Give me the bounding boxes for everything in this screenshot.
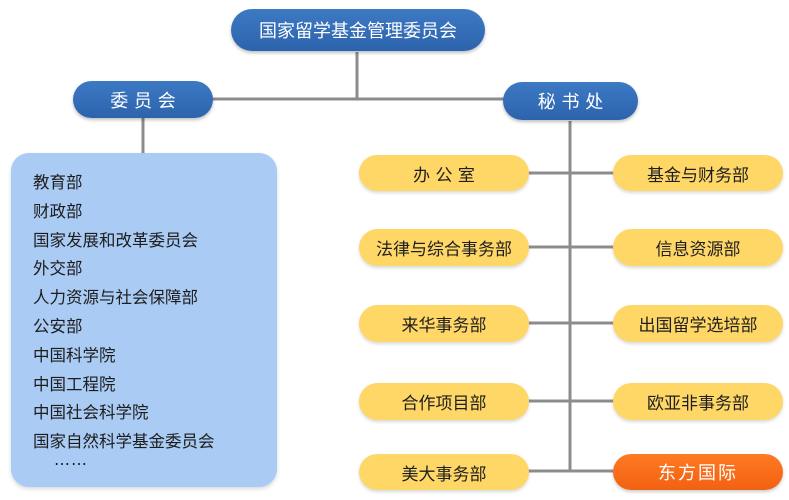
more-members-ellipsis: ……	[54, 450, 88, 469]
department-label: 信息资源部	[655, 240, 741, 260]
member-item: 教育部	[33, 173, 83, 192]
department-dongfang-international: 东方国际	[613, 454, 783, 490]
department-eurasia-africa: 欧亚非事务部	[613, 383, 783, 420]
committee-members-list: 教育部 财政部 国家发展和改革委员会 外交部 人力资源与社会保障部 公安部 中国…	[33, 169, 215, 457]
department-label: 东方国际	[658, 463, 738, 484]
top-organization-label: 国家留学基金管理委员会	[259, 21, 457, 42]
secretariat-node: 秘 书 处	[503, 82, 638, 120]
department-label: 来华事务部	[401, 316, 487, 336]
department-label: 美大事务部	[401, 464, 487, 485]
department-label: 合作项目部	[401, 394, 487, 414]
member-item: 中国工程院	[33, 374, 116, 394]
department-label: 办 公 室	[413, 165, 475, 186]
department-china-affairs: 来华事务部	[359, 305, 529, 342]
department-office: 办 公 室	[359, 155, 529, 191]
department-information-resources: 信息资源部	[613, 229, 783, 266]
top-organization-node: 国家留学基金管理委员会	[231, 9, 485, 51]
department-label: 基金与财务部	[647, 165, 749, 186]
committee-members-panel: 教育部 财政部 国家发展和改革委员会 外交部 人力资源与社会保障部 公安部 中国…	[11, 153, 277, 487]
member-item: 外交部	[33, 259, 83, 279]
committee-label: 委 员 会	[110, 90, 176, 112]
member-item: 中国科学院	[33, 345, 116, 365]
department-label: 出国留学选培部	[638, 316, 758, 336]
member-item: 人力资源与社会保障部	[33, 288, 198, 308]
department-label: 欧亚非事务部	[647, 394, 749, 414]
department-legal-affairs: 法律与综合事务部	[359, 229, 529, 266]
committee-node: 委 员 会	[73, 81, 213, 118]
department-cooperation-projects: 合作项目部	[359, 383, 529, 420]
department-overseas-study-selection: 出国留学选培部	[613, 305, 783, 342]
member-item: 财政部	[33, 201, 83, 221]
member-item: 国家发展和改革委员会	[33, 230, 198, 250]
department-label: 法律与综合事务部	[376, 240, 512, 260]
department-americas-oceania: 美大事务部	[359, 454, 529, 490]
member-item: 公安部	[33, 316, 83, 336]
secretariat-label: 秘 书 处	[537, 92, 604, 113]
member-item: 国家自然科学基金委员会	[33, 432, 215, 452]
department-fund-finance: 基金与财务部	[613, 155, 783, 191]
member-item: 中国社会科学院	[33, 403, 149, 423]
